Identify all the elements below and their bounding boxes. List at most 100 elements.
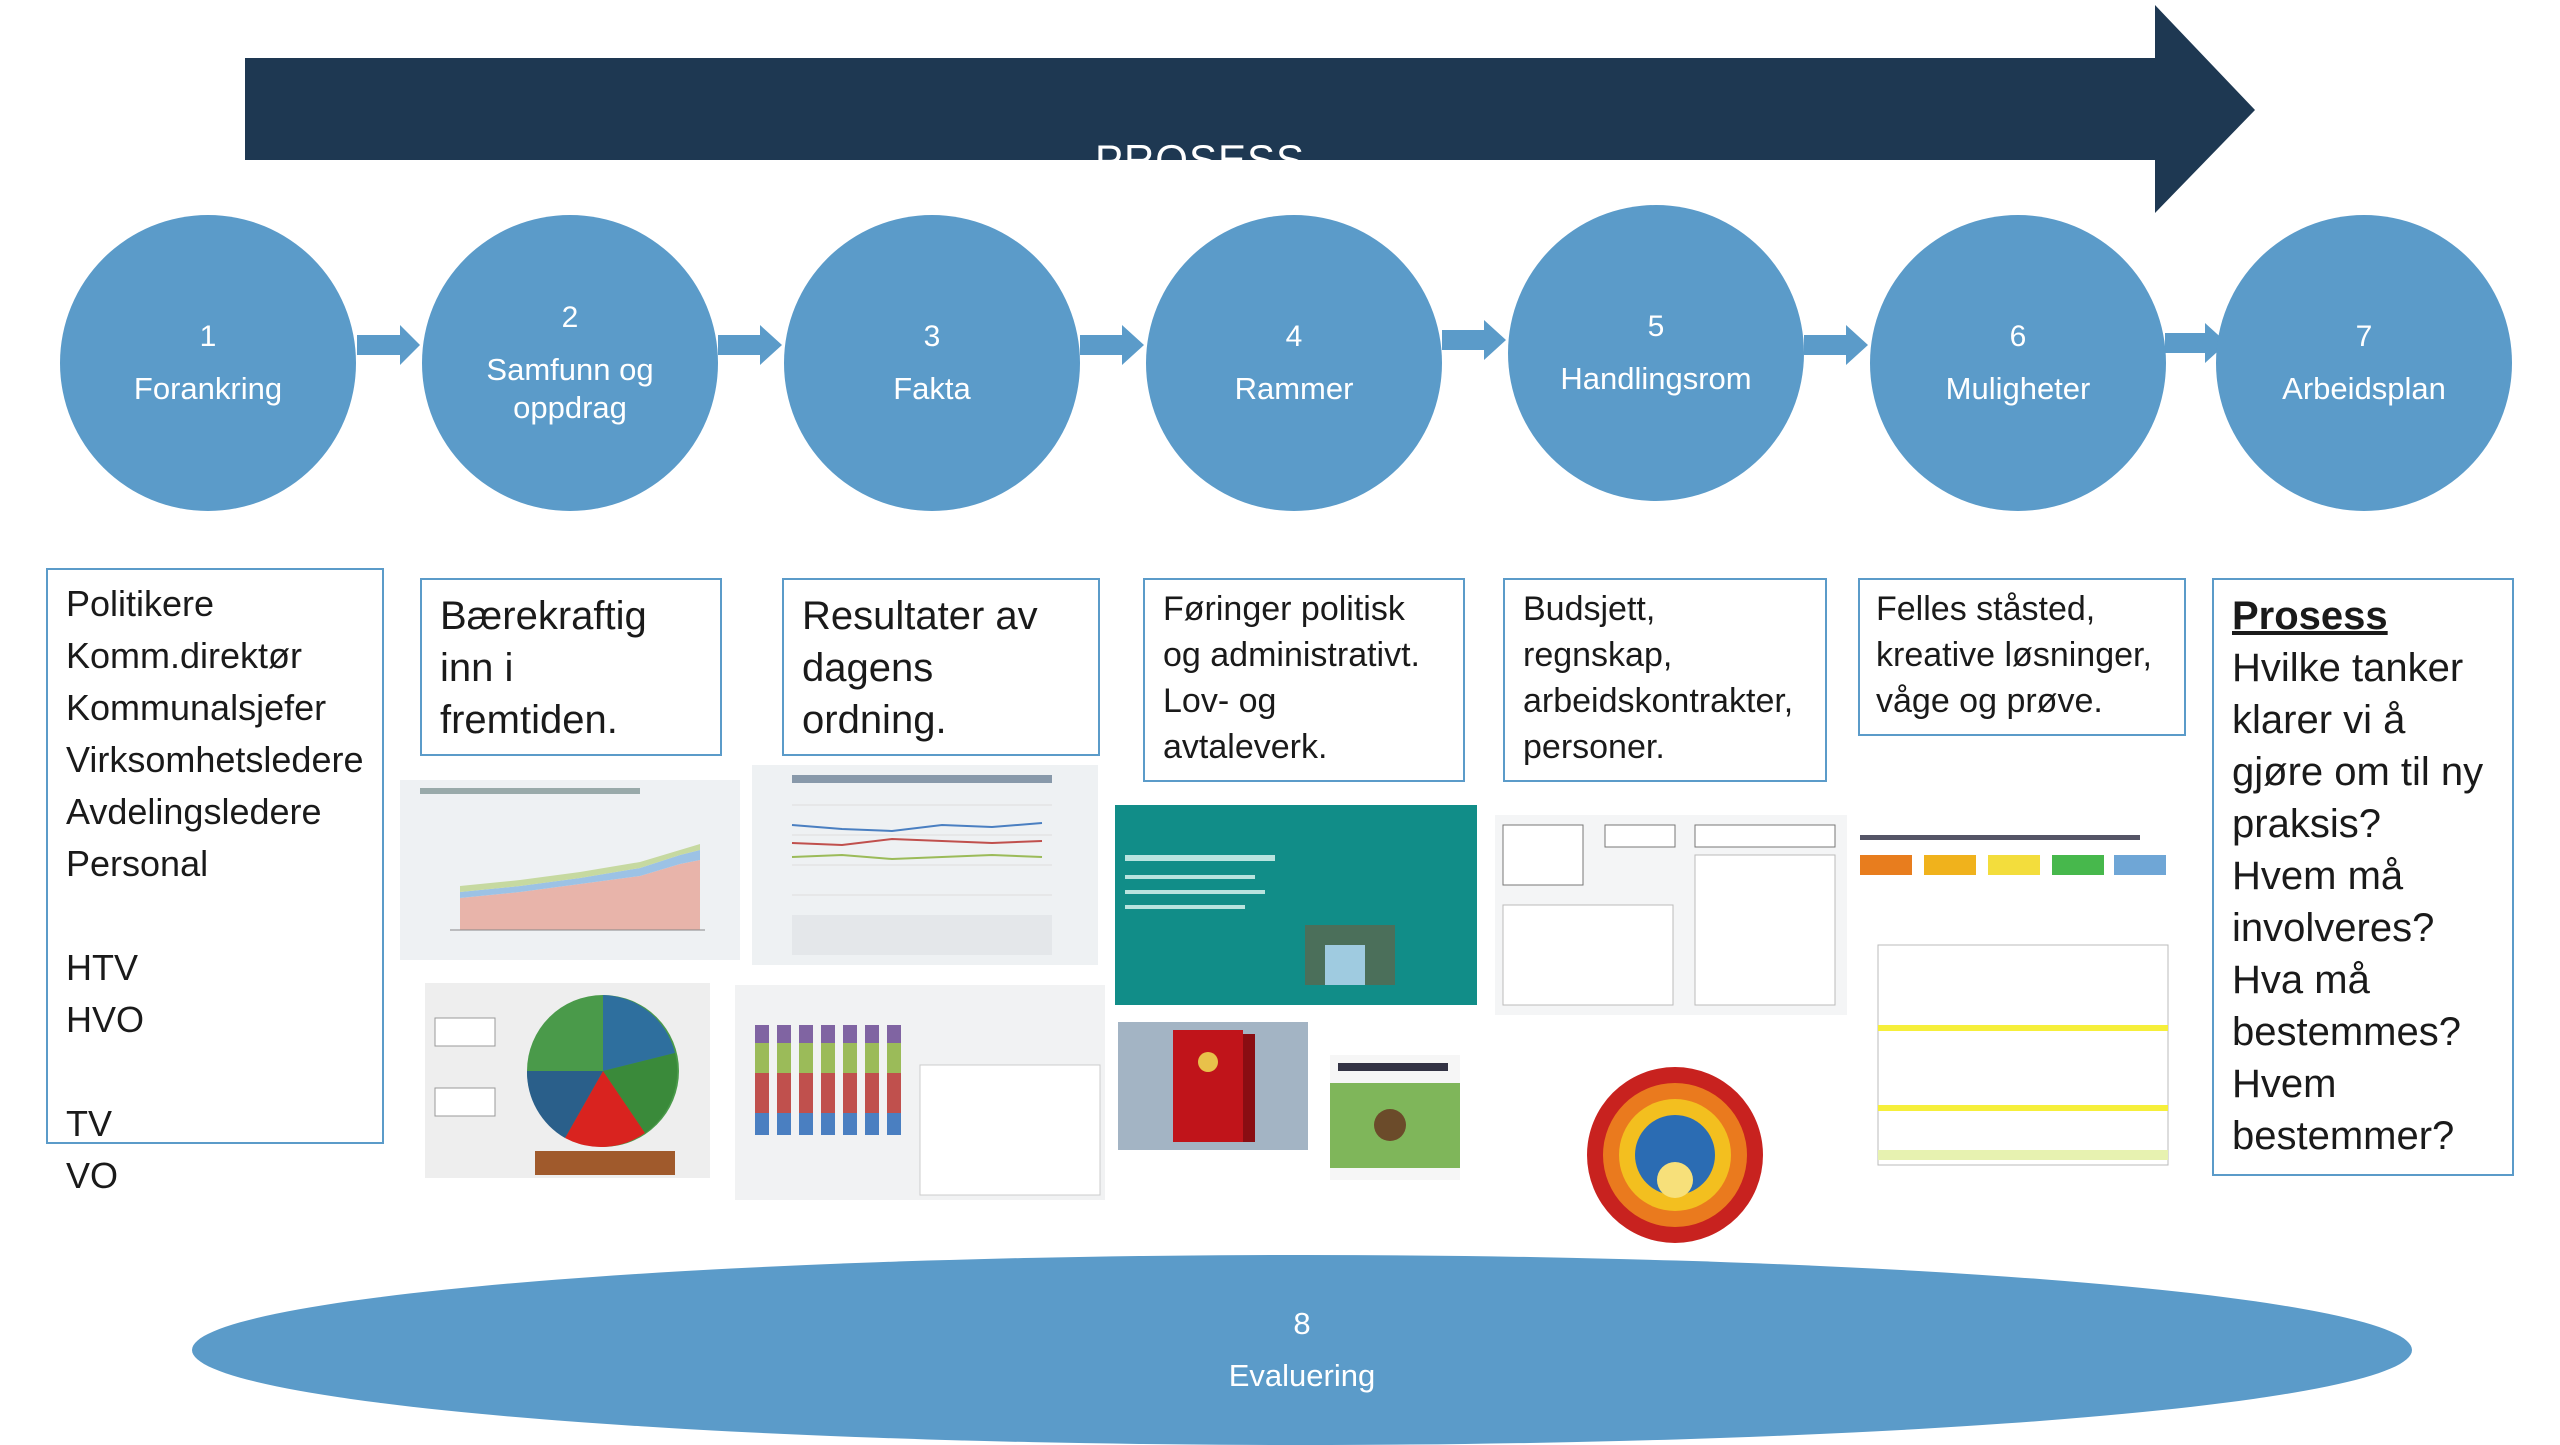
arbeidsplan-line: bestemmes? xyxy=(2232,1010,2461,1054)
step-4-number: 4 xyxy=(1285,320,1303,353)
handlingsrom-text: Budsjett, regnskap, arbeidskontrakter, pers… xyxy=(1523,586,1807,770)
arbeidsplan-line: Hva må xyxy=(2232,958,2370,1002)
thumb-bar-segment xyxy=(843,1043,857,1073)
box-muligheter: Felles ståsted, kreative løsninger, våge o… xyxy=(1858,578,2186,736)
arbeidsplan-line: Hvilke tanker xyxy=(2232,646,2464,690)
thumb-bar-segment xyxy=(865,1025,879,1043)
muligheter-line: våge og prøve. xyxy=(1876,682,2103,720)
step-6-label: Muligheter xyxy=(1945,371,2091,406)
fakta-line: dagens xyxy=(802,646,934,690)
rammer-line: Føringer politisk xyxy=(1163,590,1405,628)
handlingsrom-line: personer. xyxy=(1523,728,1665,766)
thumb-bar-segment xyxy=(887,1073,901,1113)
muligheter-line: Felles ståsted, xyxy=(1876,590,2096,628)
line-chart-thumbnail xyxy=(752,765,1098,965)
step-1-circle: 1 Forankring xyxy=(60,215,356,511)
arbeidsplan-line: praksis? xyxy=(2232,802,2381,846)
thumb-bar-segment xyxy=(821,1025,835,1043)
stakeholder-line: HTV xyxy=(66,947,138,988)
thumb-bar-segment xyxy=(777,1025,791,1043)
step-5-number: 5 xyxy=(1647,310,1665,343)
law-book-thumbnail xyxy=(1118,1022,1308,1150)
arbeidsplan-line: Hvem xyxy=(2232,1062,2337,1106)
stakeholder-line: Virksomhetsledere xyxy=(66,739,364,780)
fakta-line: ordning. xyxy=(802,698,947,742)
box-fakta: Resultater av dagens ordning. xyxy=(782,578,1100,756)
step-3-number: 3 xyxy=(923,320,941,353)
stakeholder-line: Kommunalsjefer xyxy=(66,687,327,728)
arbeidsplan-line: gjøre om til ny xyxy=(2232,750,2484,794)
rammer-line: Lov- og xyxy=(1163,682,1277,720)
step-2-number: 2 xyxy=(561,301,579,334)
handlingsrom-line: Budsjett, xyxy=(1523,590,1656,628)
stakeholder-line xyxy=(66,1046,364,1098)
step-6-number: 6 xyxy=(2009,320,2027,353)
step-2-label: Samfunn og oppdrag xyxy=(486,352,654,425)
step-2-circle: 2 Samfunn og oppdrag xyxy=(422,215,718,511)
samfunn-line: Bærekraftig xyxy=(440,594,647,638)
arbeidsplan-line: Hvem må xyxy=(2232,854,2404,898)
step-4-circle: 4 Rammer xyxy=(1146,215,1442,511)
evaluation-number: 8 xyxy=(1293,1306,1311,1341)
thumb-bar-segment xyxy=(843,1073,857,1113)
step-7-circle: 7 Arbeidsplan xyxy=(2216,215,2512,511)
staffing-plan-thumbnail xyxy=(1858,825,2188,1170)
step-5-label: Handlingsrom xyxy=(1560,361,1752,396)
thumb-bar-segment xyxy=(865,1043,879,1073)
thumb-bar-segment xyxy=(777,1113,791,1135)
step-5-circle: 5 Handlingsrom xyxy=(1508,205,1804,501)
stacked-bar-thumbnail xyxy=(735,985,1105,1200)
thumb-bar-segment xyxy=(755,1073,769,1113)
thumb-bar-segment xyxy=(887,1043,901,1073)
arbeidsplan-line: klarer vi å xyxy=(2232,698,2406,742)
tariff-agreement-thumbnail xyxy=(1330,1055,1460,1180)
rammer-line: og administrativt. xyxy=(1163,636,1420,674)
arbeidsplan-line: involveres? xyxy=(2232,906,2435,950)
budget-table-thumbnail xyxy=(1495,815,1847,1015)
fakta-line: Resultater av xyxy=(802,594,1038,638)
step-7-number: 7 xyxy=(2355,320,2373,353)
handlingsrom-line: regnskap, xyxy=(1523,636,1673,674)
thumb-bar-segment xyxy=(799,1113,813,1135)
stakeholder-line: Politikere xyxy=(66,583,215,624)
evaluation-label: Evaluering xyxy=(1228,1358,1376,1393)
thumb-bar-segment xyxy=(777,1073,791,1113)
step-1-label: Forankring xyxy=(133,371,283,406)
arbeidsplan-questions: Hvilke tanker klarer vi å gjøre om til ny p… xyxy=(2232,642,2494,1162)
fakta-text: Resultater av dagens ordning. xyxy=(802,590,1080,746)
thumb-bar-segment xyxy=(799,1073,813,1113)
stakeholder-line: HVO xyxy=(66,999,145,1040)
competence-wheel-thumbnail xyxy=(425,983,710,1178)
box-handlingsrom: Budsjett, regnskap, arbeidskontrakter, pers… xyxy=(1503,578,1827,782)
thumb-bar-segment xyxy=(843,1113,857,1135)
evaluation-ellipse: 8 Evaluering xyxy=(192,1255,2412,1445)
stakeholder-line: Avdelingsledere xyxy=(66,791,322,832)
box-arbeidsplan: Prosess Hvilke tanker klarer vi å gjøre om… xyxy=(2212,578,2514,1176)
step-connectors xyxy=(357,320,2227,365)
stakeholder-line: Komm.direktør xyxy=(66,635,303,676)
thumb-bar-segment xyxy=(865,1073,879,1113)
step-3-circle: 3 Fakta xyxy=(784,215,1080,511)
stakeholder-line: Personal xyxy=(66,843,209,884)
thumb-bar-segment xyxy=(865,1113,879,1135)
stakeholder-line: TV xyxy=(66,1103,113,1144)
rammer-text: Føringer politisk og administrativt. Lov- … xyxy=(1163,586,1445,770)
thumb-bar-segment xyxy=(821,1073,835,1113)
thumb-bar-segment xyxy=(755,1025,769,1043)
handlingsrom-line: arbeidskontrakter, xyxy=(1523,682,1794,720)
thumb-bar-segment xyxy=(799,1025,813,1043)
process-arrow xyxy=(245,5,2255,213)
thumb-bar-segment xyxy=(821,1113,835,1135)
step-1-number: 1 xyxy=(199,320,217,353)
step-6-circle: 6 Muligheter xyxy=(1870,215,2166,511)
thumb-bar-segment xyxy=(843,1025,857,1043)
thumb-bar-segment xyxy=(821,1043,835,1073)
thumb-bar-segment xyxy=(755,1043,769,1073)
muligheter-line: kreative løsninger, xyxy=(1876,636,2152,674)
population-chart-thumbnail xyxy=(400,780,740,960)
rammer-line: avtaleverk. xyxy=(1163,728,1328,766)
step-3-label: Fakta xyxy=(893,371,971,406)
prosess-heading: Prosess xyxy=(2232,594,2388,638)
